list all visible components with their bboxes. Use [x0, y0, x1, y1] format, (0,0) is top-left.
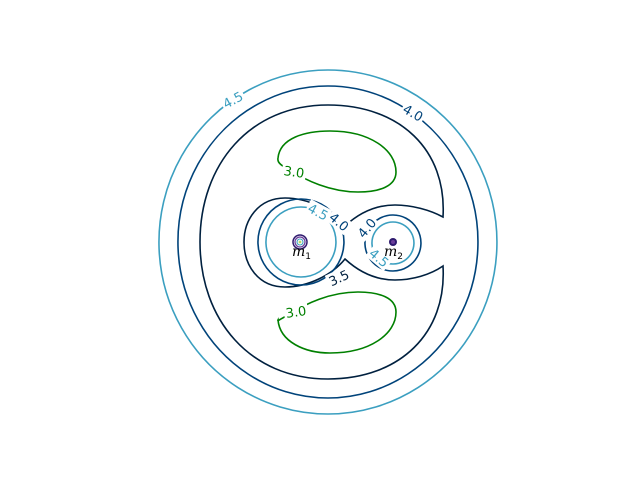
- contour-label-background: [324, 265, 353, 290]
- contour-label-background: [304, 199, 333, 224]
- contour-outer-4.0: [177, 85, 479, 399]
- contour-lines: [158, 69, 498, 415]
- contour-label-background: [283, 302, 309, 321]
- mass-label-m1: m1: [292, 244, 311, 262]
- mass-m1-marker: [292, 234, 308, 250]
- contour-label-background: [353, 213, 381, 242]
- contour-lower-3.0: [277, 291, 397, 354]
- contour-outer-3.5: [199, 104, 444, 380]
- mass-markers: [292, 234, 397, 250]
- contour-label-3.0: 3.0: [285, 304, 308, 322]
- contour-label-background: [325, 208, 354, 236]
- contour-label-background: [281, 162, 307, 181]
- contour-label-background: [218, 87, 247, 112]
- contour-m2-4.5: [371, 221, 415, 265]
- mass-label-m2: m2: [384, 244, 403, 262]
- contour-label-background: [365, 244, 394, 272]
- contour-label-background: [399, 100, 428, 126]
- contour-outer-4.5: [158, 69, 498, 415]
- contour-label-3.0: 3.0: [283, 164, 306, 182]
- mass-m2-marker: [389, 238, 397, 246]
- contour-upper-3.0: [277, 130, 397, 193]
